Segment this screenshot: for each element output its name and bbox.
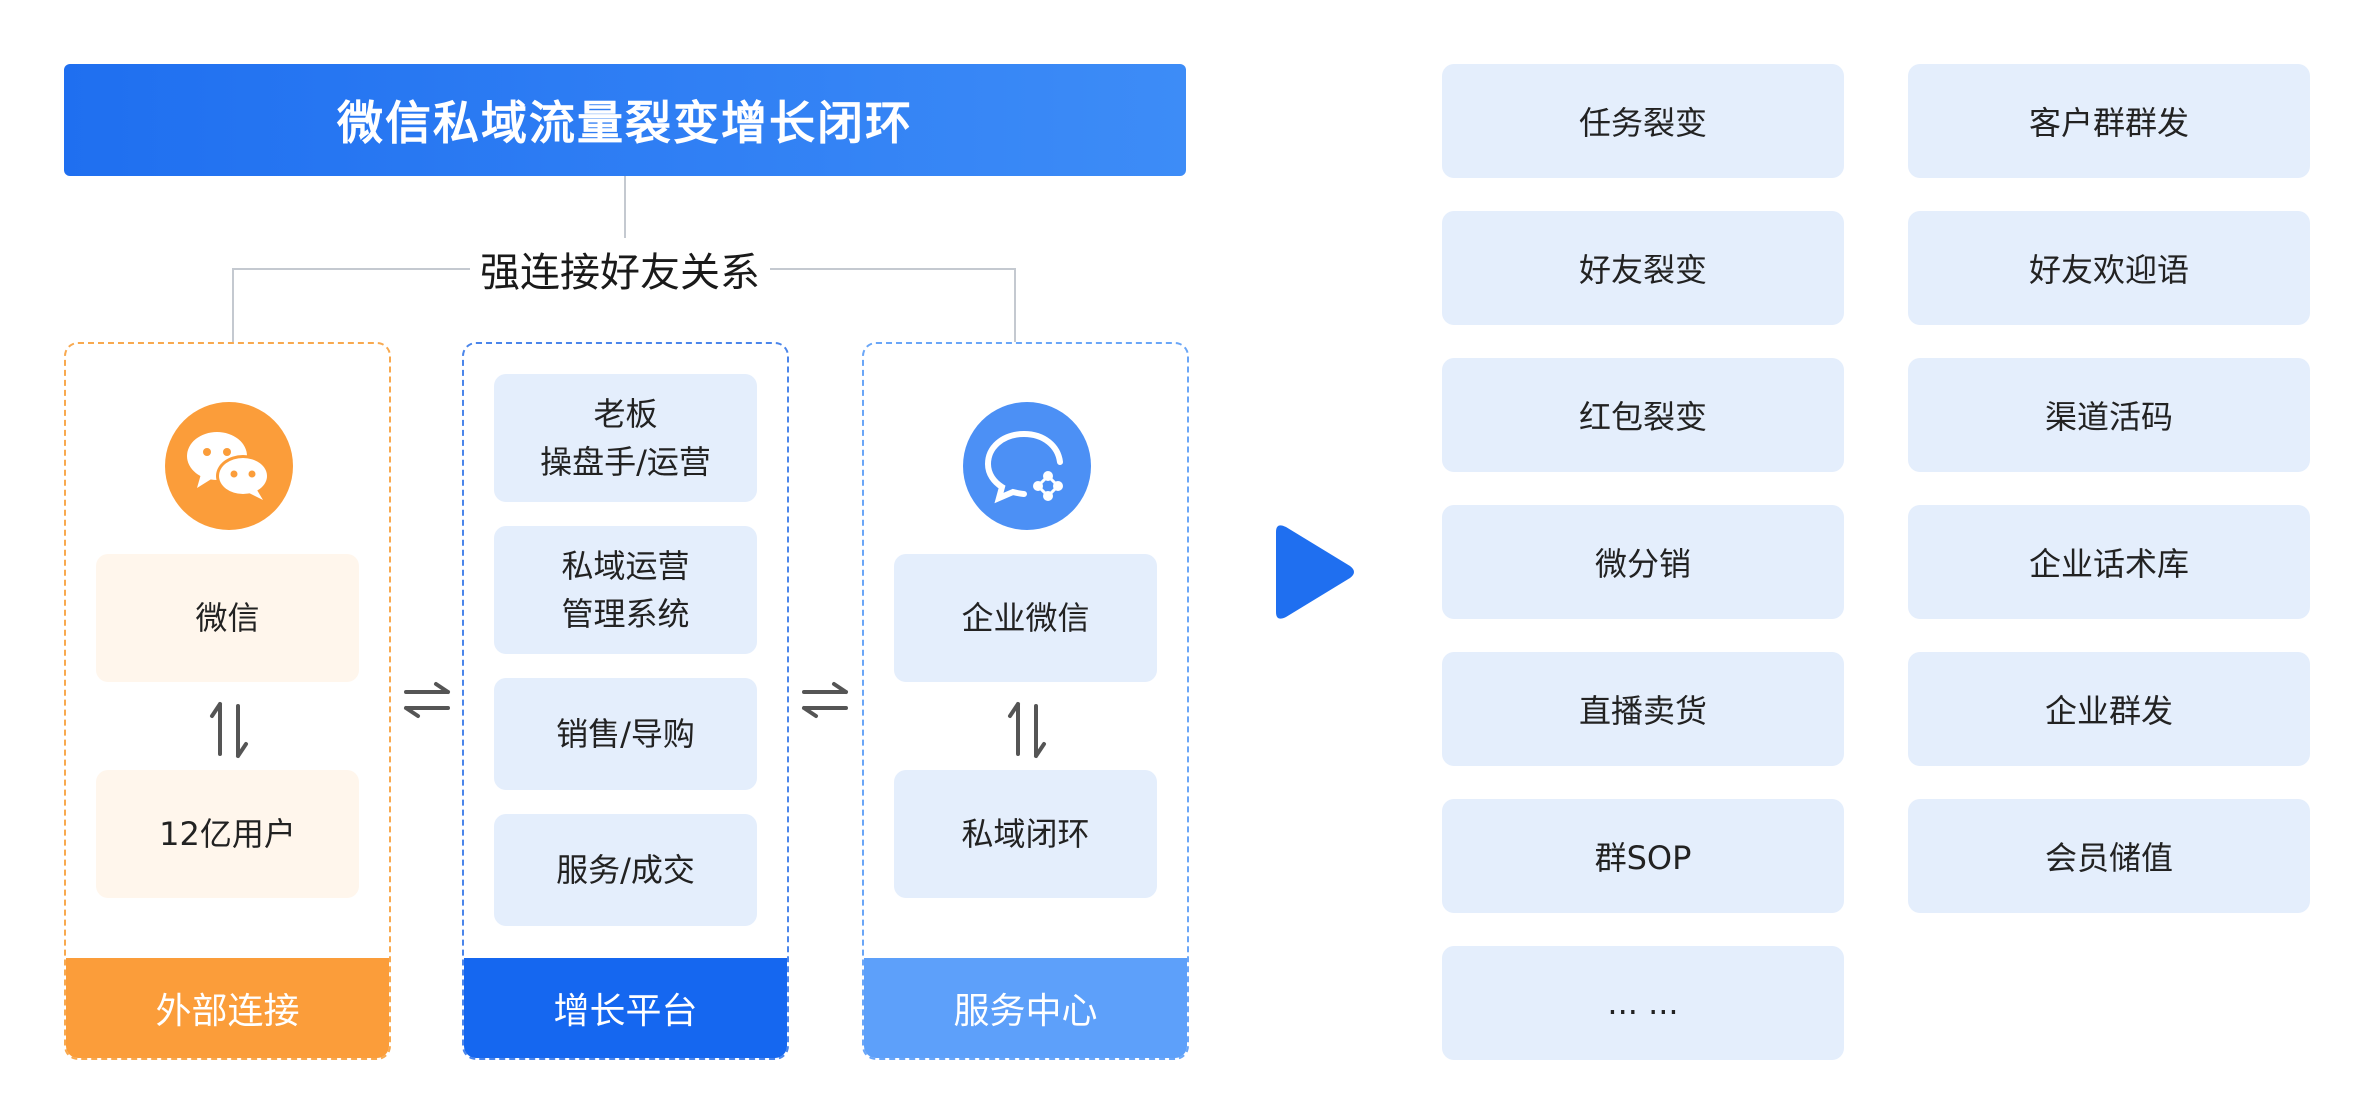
external-connection-column: 微信 12亿用户 外部连接 [64,342,391,1060]
private-loop-card: 私域闭环 [894,770,1157,898]
wechat-card: 微信 [96,554,359,682]
wecom-card: 企业微信 [894,554,1157,682]
growth-card-sales: 销售/导购 [494,678,757,790]
external-connection-footer: 外部连接 [66,958,389,1058]
growth-platform-column: 老板 操盘手/运营 私域运营 管理系统 销售/导购 服务/成交 增长平台 [462,342,789,1060]
growth-card-line: 管理系统 [561,595,690,633]
play-arrow-icon [1276,525,1354,619]
growth-card-line: 操盘手/运营 [540,443,711,481]
feature-card: 企业话术库 [1908,505,2310,619]
feature-card: 直播卖货 [1442,652,1844,766]
feature-card: 好友欢迎语 [1908,211,2310,325]
swap-arrows-icon [404,682,450,718]
updown-arrows-icon [1008,702,1046,758]
feature-card: 微分销 [1442,505,1844,619]
feature-card: 好友裂变 [1442,211,1844,325]
feature-card: 企业群发 [1908,652,2310,766]
feature-card: 任务裂变 [1442,64,1844,178]
relation-label: 强连接好友关系 [470,238,770,300]
feature-card: 会员储值 [1908,799,2310,913]
feature-card: 群SOP [1442,799,1844,913]
growth-card-line: 私域运营 [561,547,690,585]
service-center-footer: 服务中心 [864,958,1187,1058]
growth-card-line: 老板 [593,395,658,433]
feature-card: 渠道活码 [1908,358,2310,472]
users-card: 12亿用户 [96,770,359,898]
connector-line [770,268,1016,270]
connector-line [232,268,470,270]
feature-card: ... ... [1442,946,1844,1060]
feature-card: 红包裂变 [1442,358,1844,472]
updown-arrows-icon [210,702,248,758]
connector-line [1014,268,1016,342]
growth-card-system: 私域运营 管理系统 [494,526,757,654]
diagram-title: 微信私域流量裂变增长闭环 [64,64,1186,176]
connector-line [232,268,234,342]
feature-card: 客户群群发 [1908,64,2310,178]
connector-line [624,176,626,238]
wecom-icon [963,402,1091,530]
growth-card-service: 服务/成交 [494,814,757,926]
swap-arrows-icon [802,682,848,718]
growth-platform-footer: 增长平台 [464,958,787,1058]
wechat-icon [165,402,293,530]
growth-card-boss: 老板 操盘手/运营 [494,374,757,502]
service-center-column: 企业微信 私域闭环 服务中心 [862,342,1189,1060]
